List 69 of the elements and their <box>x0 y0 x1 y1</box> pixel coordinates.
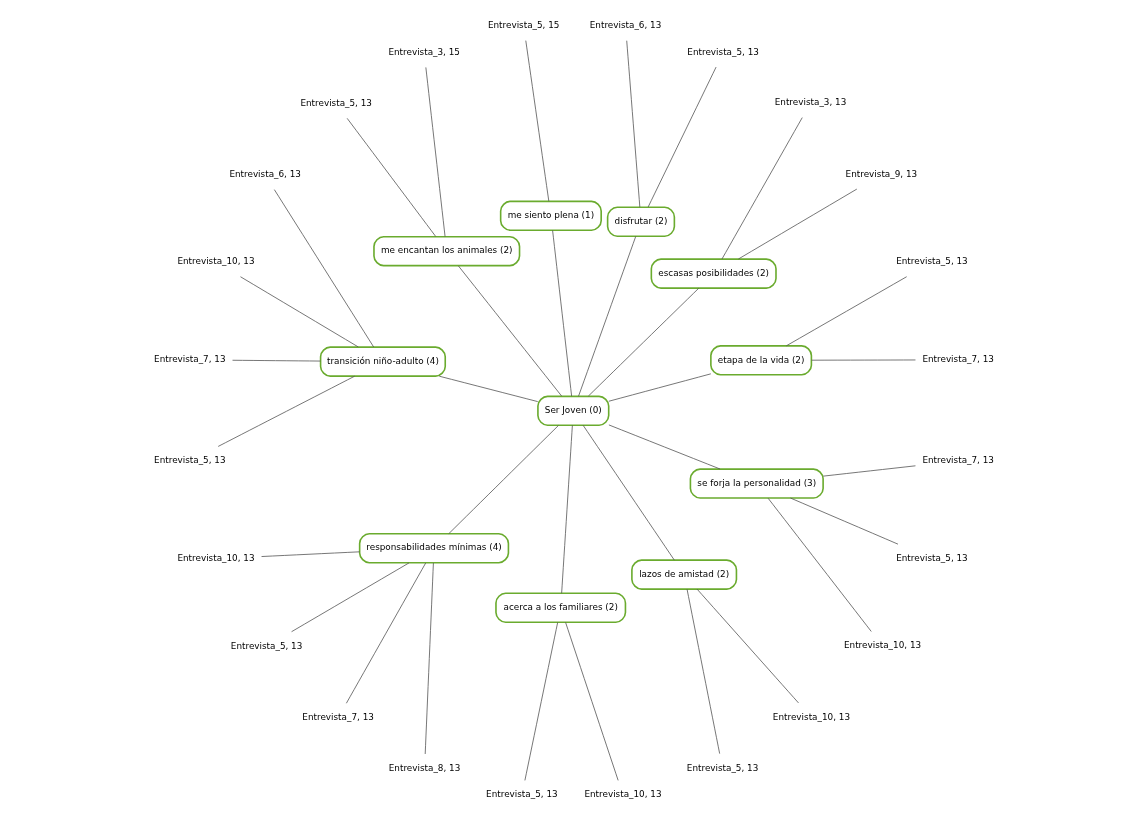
node-text: Entrevista_10, 13 <box>584 789 662 800</box>
node-text: Entrevista_5, 13 <box>687 46 759 57</box>
connector <box>578 235 637 397</box>
connector <box>696 588 799 704</box>
connector <box>291 562 410 633</box>
node-box: me encantan los animales (2) <box>373 235 521 267</box>
node-text: Entrevista_5, 13 <box>686 762 759 773</box>
node-box: transición niño-adulto (4) <box>319 346 447 377</box>
connector <box>561 424 573 594</box>
node-text: Entrevista_6, 13 <box>589 20 662 31</box>
node-text: Entrevista_5, 13 <box>230 640 303 651</box>
node-text: Entrevista_10, 13 <box>177 552 255 563</box>
node-text: Entrevista_5, 13 <box>896 256 968 267</box>
connector <box>217 375 356 447</box>
connector <box>647 66 717 208</box>
connector <box>721 117 803 260</box>
node-box: Ser Joven (0) <box>537 395 610 427</box>
node-box: se forja la personalidad (3) <box>689 468 824 499</box>
node-box: responsabilidades mínimas (4) <box>358 532 510 564</box>
connector <box>261 551 360 557</box>
connector <box>438 375 539 402</box>
connector <box>608 424 721 470</box>
connector <box>822 465 916 477</box>
node-text: Entrevista_5, 15 <box>487 20 560 31</box>
connector <box>626 40 641 208</box>
node-text: Entrevista_10, 13 <box>772 711 851 722</box>
node-text: Entrevista_7, 13 <box>922 354 994 365</box>
connector <box>525 40 550 202</box>
connector <box>240 276 359 348</box>
connector <box>686 588 721 754</box>
node-text: Entrevista_7, 13 <box>302 712 374 723</box>
connector <box>448 425 559 535</box>
connector <box>582 424 675 561</box>
node-text: Entrevista_10, 13 <box>843 640 922 651</box>
connector <box>346 117 437 237</box>
connector <box>458 265 563 397</box>
node-text: Entrevista_8, 13 <box>388 762 461 773</box>
connector <box>424 562 434 755</box>
node-box: disfrutar (2) <box>606 206 676 238</box>
connector <box>608 373 712 402</box>
connector <box>552 229 573 397</box>
connector <box>524 622 559 781</box>
connector <box>811 359 916 361</box>
node-text: Entrevista_9, 13 <box>845 168 918 179</box>
node-text: Entrevista_5, 13 <box>896 552 968 563</box>
node-text: Entrevista_5, 13 <box>300 97 372 108</box>
node-text: Entrevista_5, 13 <box>486 789 558 800</box>
connector <box>425 67 446 237</box>
connector <box>587 287 700 397</box>
connector <box>738 188 858 260</box>
connector <box>785 276 908 347</box>
node-box: acerca a los familiares (2) <box>495 592 627 624</box>
node-text: Entrevista_7, 13 <box>922 455 994 466</box>
connector <box>273 189 375 348</box>
connector <box>232 359 321 362</box>
node-text: Entrevista_3, 15 <box>388 47 460 58</box>
node-text: Entrevista_5, 13 <box>154 455 226 466</box>
node-box: lazos de amistad (2) <box>631 559 738 590</box>
node-box: me siento plena (1) <box>499 200 602 232</box>
connector <box>346 562 427 704</box>
node-text: Entrevista_6, 13 <box>229 169 301 180</box>
node-text: Entrevista_10, 13 <box>177 256 255 267</box>
node-text: Entrevista_7, 13 <box>154 354 226 365</box>
connector <box>767 497 872 632</box>
node-text: Entrevista_3, 13 <box>774 97 847 108</box>
connector <box>790 497 899 545</box>
node-box: escasas posibilidades (2) <box>650 258 777 289</box>
connector <box>565 622 619 781</box>
node-box: etapa de la vida (2) <box>710 345 813 376</box>
